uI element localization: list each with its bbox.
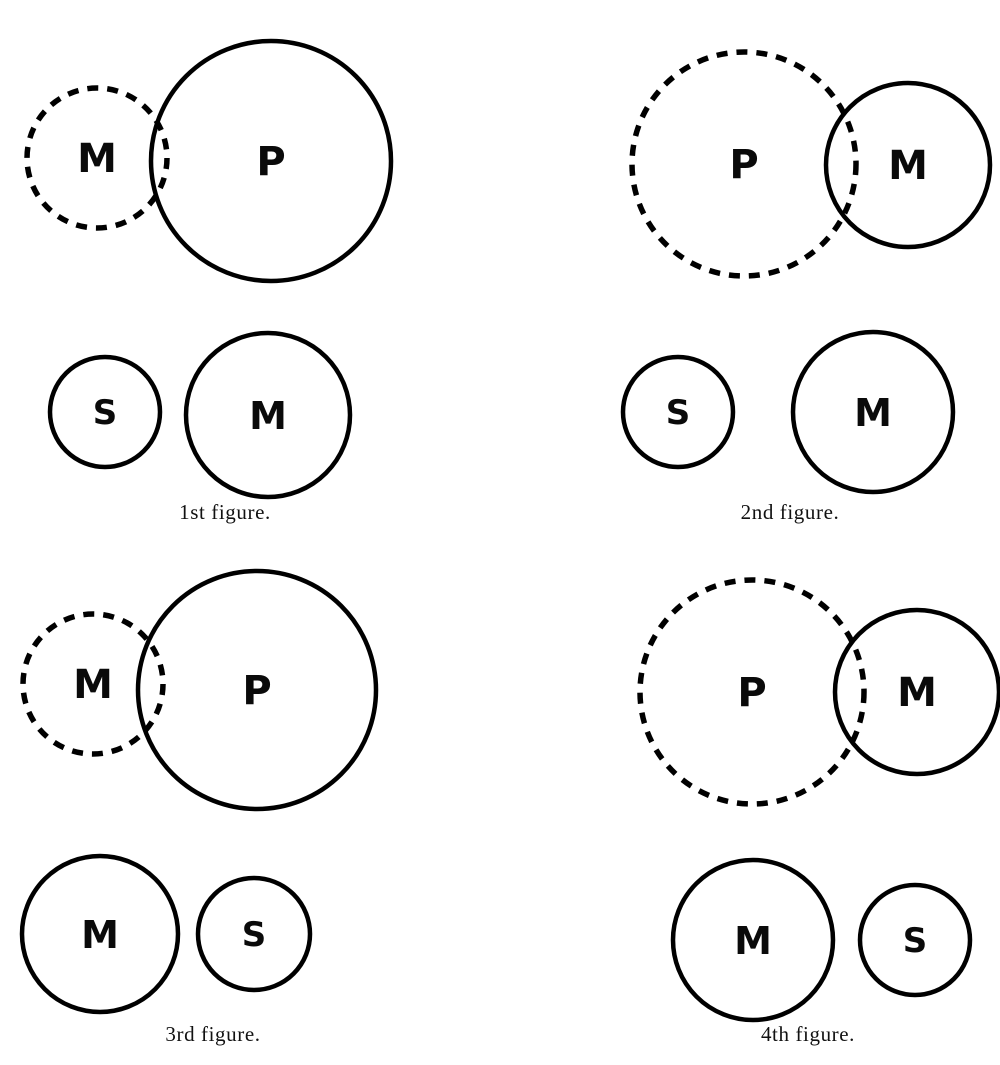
figure-3-premise-row-label-p: P	[242, 668, 271, 714]
figure-1-conclusion-row-label-s: S	[93, 393, 118, 433]
figure-2-premise-row-circle-p	[629, 49, 859, 279]
figure-3-caption: 3rd figure.	[165, 1022, 261, 1046]
figure-2-premise-row-label-p: P	[729, 142, 758, 188]
figure-4-premise-row-label-p: P	[737, 670, 766, 716]
figure-3-conclusion-row-label-m: M	[81, 913, 119, 957]
figure-2-premise-row-circle-m	[823, 80, 993, 250]
figure-1-premise-row-circle-p	[148, 38, 394, 284]
figure-4-conclusion-row-circle-s	[857, 882, 973, 998]
figure-2-conclusion-row-circle-s	[620, 354, 736, 470]
figure-3-conclusion-row-circle-m	[19, 853, 181, 1015]
figure-4-premise-row-circle-p	[637, 577, 867, 807]
figure-4-premise-row-circle-m	[832, 607, 1000, 777]
figure-4-conclusion-row-circle-m	[670, 857, 836, 1023]
figure-2-conclusion-row-label-m: M	[854, 391, 892, 435]
figure-4-premise-row-label-m: M	[897, 670, 937, 716]
figure-2-conclusion-row-circle-m	[790, 329, 956, 495]
figure-1-premise-row-circle-m	[24, 85, 170, 231]
figure-1-conclusion-row-label-m: M	[249, 394, 287, 438]
figure-3-premise-row-circle-m	[20, 611, 166, 757]
figure-2-premise-row-label-m: M	[888, 143, 928, 189]
figure-1-conclusion-row-circle-s	[47, 354, 163, 470]
figure-3-conclusion-row-circle-s	[195, 875, 313, 993]
figure-3-conclusion-row-label-s: S	[242, 915, 267, 955]
figure-1-conclusion-row-circle-m	[183, 330, 353, 500]
figure-4-conclusion-row-label-s: S	[903, 921, 928, 961]
figure-1-premise-row-label-p: P	[256, 139, 285, 185]
figure-4-conclusion-row-label-m: M	[734, 919, 772, 963]
figure-3-premise-row-label-m: M	[73, 662, 113, 708]
figure-1-premise-row-label-m: M	[77, 136, 117, 182]
figure-2-caption: 2nd figure.	[740, 500, 840, 524]
figure-3-premise-row-circle-p	[135, 568, 379, 812]
figure-2-conclusion-row-label-s: S	[666, 393, 691, 433]
figure-4-caption: 4th figure.	[760, 1022, 856, 1046]
figure-1-caption: 1st figure.	[179, 500, 271, 524]
